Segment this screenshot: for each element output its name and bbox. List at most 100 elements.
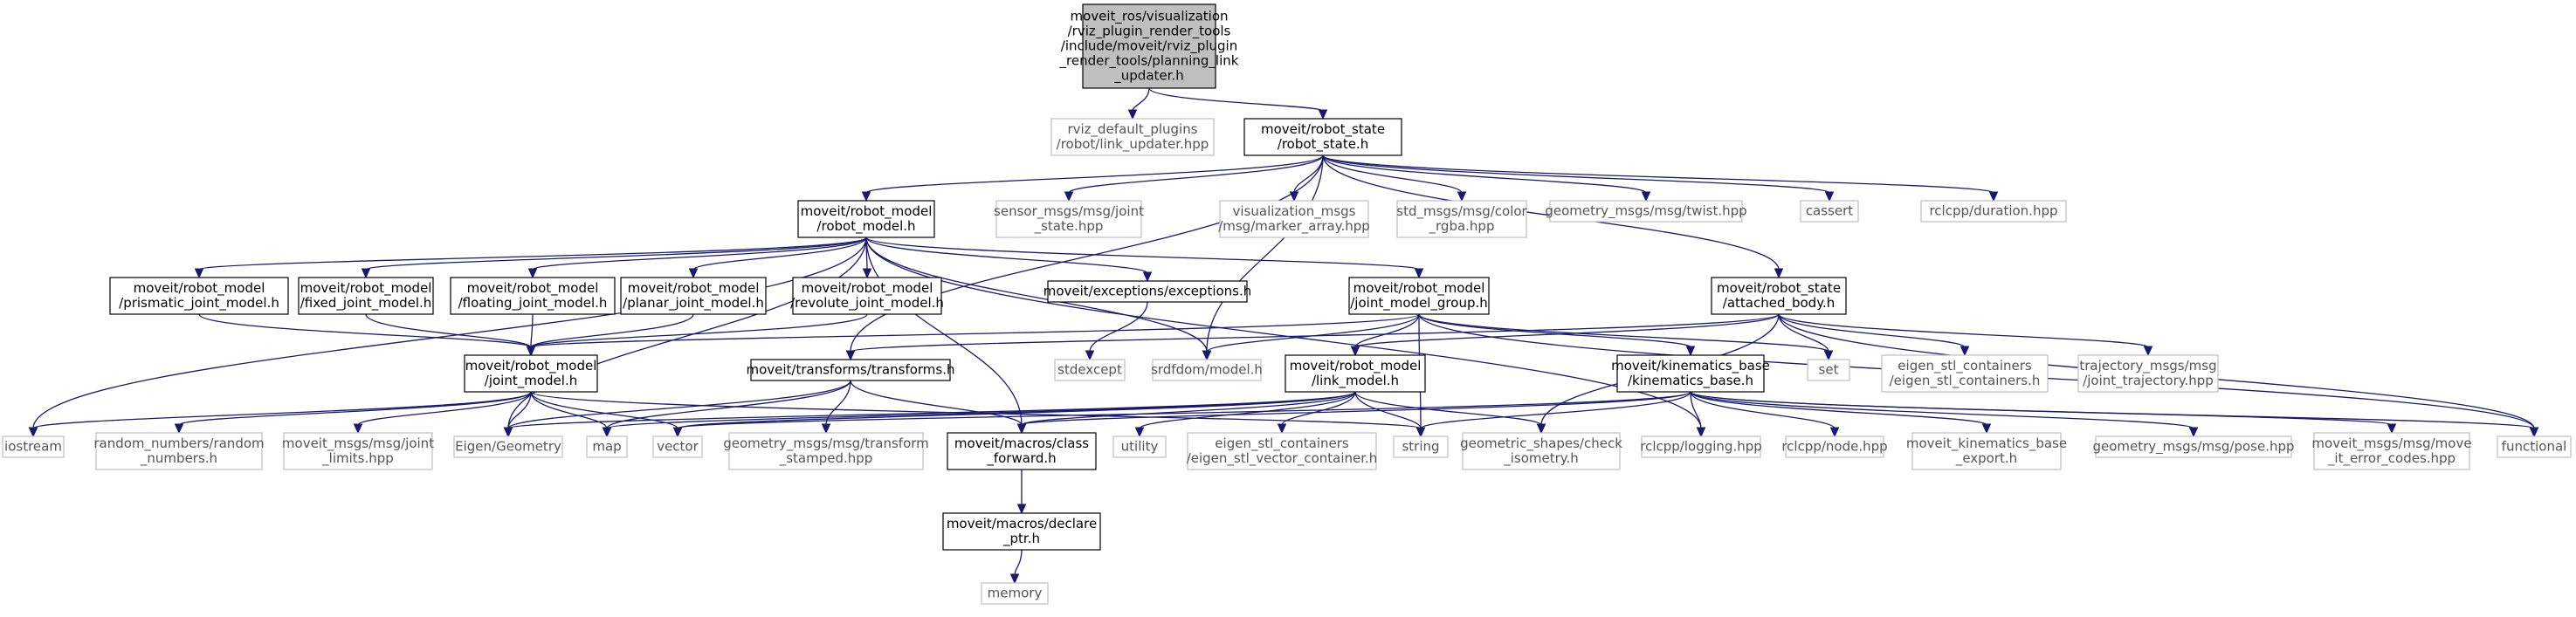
node-label: _numbers.h [140,450,217,467]
node-jmg[interactable]: moveit/robot_model/joint_model_group.h [1348,277,1490,315]
node-revolute[interactable]: moveit/robot_model/revolute_joint_model.… [790,277,944,315]
node-map: map [586,435,628,458]
node-rclcpp-log: rclcpp/logging.hpp [1640,435,1762,458]
edge-class-fwd-to-declare-ptr [1016,470,1027,515]
node-box [1911,432,2062,470]
node-robot-state[interactable]: moveit/robot_state/robot_state.h [1243,118,1402,156]
node-class-fwd[interactable]: moveit/macros/class_forward.h [947,432,1097,470]
node-label: random_numbers/random [93,435,264,452]
node-label: /planar_joint_model.h [623,295,764,312]
node-label: rclcpp/logging.hpp [1640,439,1762,455]
node-rclcpp-dur: rclcpp/duration.hpp [1920,200,2067,223]
edge-jmg-to-srdfdom [1202,313,1420,361]
node-label: cassert [1806,203,1853,219]
edge-robot-model-to-fixed [361,237,867,279]
edge-robot-state-to-robot-model [861,154,1324,202]
edge-kin-base-to-class-fwd [1016,391,1691,435]
node-label: moveit_ros/visualization [1070,9,1228,25]
edge-link-model-to-utility [1134,391,1356,438]
node-traj-msgs: trajectory_msgs/msg/joint_trajectory.hpp [2077,354,2219,393]
node-label: _isometry.h [1503,450,1579,467]
node-iostream: iostream [2,435,65,458]
node-label: /robot_model.h [816,218,915,235]
node-planar[interactable]: moveit/robot_model/planar_joint_model.h [620,277,767,315]
node-label: iostream [4,439,62,455]
node-label: /prismatic_joint_model.h [119,295,279,312]
node-floating[interactable]: moveit/robot_model/floating_joint_model.… [450,277,616,315]
node-vector: vector [652,435,703,458]
edge-kin-base-to-geo-pose [1690,391,2199,438]
node-label: /msg/marker_array.hpp [1218,218,1370,235]
node-layer: moveit_ros/visualization/rviz_plugin_ren… [2,3,2572,605]
node-prismatic[interactable]: moveit/robot_model/prismatic_joint_model… [109,277,289,315]
node-memory: memory [981,582,1049,605]
node-kin-base[interactable]: moveit/kinematics_base/kinematics_base.h [1611,354,1770,393]
edge-link-model-to-eigen-vec [1277,391,1356,435]
node-box [1348,277,1490,315]
edge-joint-model-to-random-num [174,391,532,435]
node-label: eigen_stl_containers [1898,358,2032,374]
node-box [1243,118,1402,156]
node-box [1219,200,1369,238]
edge-transforms-to-geo-tf [821,380,851,435]
node-box [2,435,65,458]
node-root[interactable]: moveit_ros/visualization/rviz_plugin_ren… [1059,3,1239,89]
node-link-model[interactable]: moveit/robot_model/link_model.h [1285,354,1426,393]
edge-layer [28,87,2539,585]
node-box [1616,354,1765,393]
node-box [2077,354,2219,393]
node-label: moveit/robot_state [1717,280,1841,297]
node-box [942,512,1101,551]
node-box [1187,432,1377,470]
edge-kin-base-to-string [1415,391,1691,438]
node-label: /joint_trajectory.hpp [2083,373,2214,389]
node-box [981,582,1049,605]
node-robot-model[interactable]: moveit/robot_model/robot_model.h [797,200,935,238]
node-label: /rviz_plugin_render_tools [1068,24,1231,40]
node-label: _state.hpp [1034,218,1104,235]
node-joint-model[interactable]: moveit/robot_model/joint_model.h [464,354,598,393]
node-box [1393,435,1449,458]
node-label: _rgba.hpp [1429,218,1495,235]
node-label: trajectory_msgs/msg [2079,358,2216,374]
node-set: set [1807,359,1850,381]
node-transforms[interactable]: moveit/transforms/transforms.h [746,359,955,381]
edge-joint-model-to-iostream [28,391,532,438]
node-label: srdfdom/model.h [1151,362,1263,378]
node-label: sensor_msgs/msg/joint [994,203,1144,220]
edge-transforms-to-class-fwd [850,380,1027,435]
node-label: moveit/macros/declare [947,516,1097,531]
node-label: geometric_shapes/check [1460,435,1622,452]
node-srdfdom: srdfdom/model.h [1151,359,1263,381]
node-stdexcept: stdexcept [1054,359,1126,381]
node-fixed[interactable]: moveit/robot_model/fixed_joint_model.h [298,277,434,315]
node-label: _ptr.h [1002,531,1040,547]
node-box [995,200,1142,238]
node-label: moveit/robot_model [300,280,432,297]
node-label: /robot_state.h [1278,136,1368,153]
node-box [109,277,289,315]
edge-revolute-to-joint-model [526,313,868,357]
node-box [1285,354,1426,393]
node-declare-ptr[interactable]: moveit/macros/declare_ptr.h [942,512,1101,551]
node-std-color: std_msgs/msg/color_rgba.hpp [1396,200,1528,238]
node-box [1152,359,1262,381]
node-random-num: random_numbers/random_numbers.h [93,432,265,470]
edge-robot-model-to-prismatic [194,237,867,279]
node-label: rclcpp/duration.hpp [1929,203,2057,219]
node-geo-twist: geometry_msgs/msg/twist.hpp [1545,200,1747,223]
edge-robot-model-to-floating [527,237,867,279]
node-exceptions[interactable]: moveit/exceptions/exceptions.h [1043,280,1252,303]
edge-robot-state-to-vis-marker [1289,154,1324,202]
node-label: geometry_msgs/msg/transform [723,435,929,452]
node-label: moveit/transforms/transforms.h [746,362,954,378]
node-label: visualization_msgs [1233,203,1356,220]
node-box [792,277,942,315]
edge-exceptions-to-stdexcept [1085,301,1148,361]
node-label: moveit/robot_model [801,203,933,220]
edge-robot-model-to-planar [688,237,867,279]
node-box [1112,435,1167,458]
edge-joint-model-to-jl-msgs [353,391,532,435]
node-attached[interactable]: moveit/robot_state/attached_body.h [1711,277,1847,315]
